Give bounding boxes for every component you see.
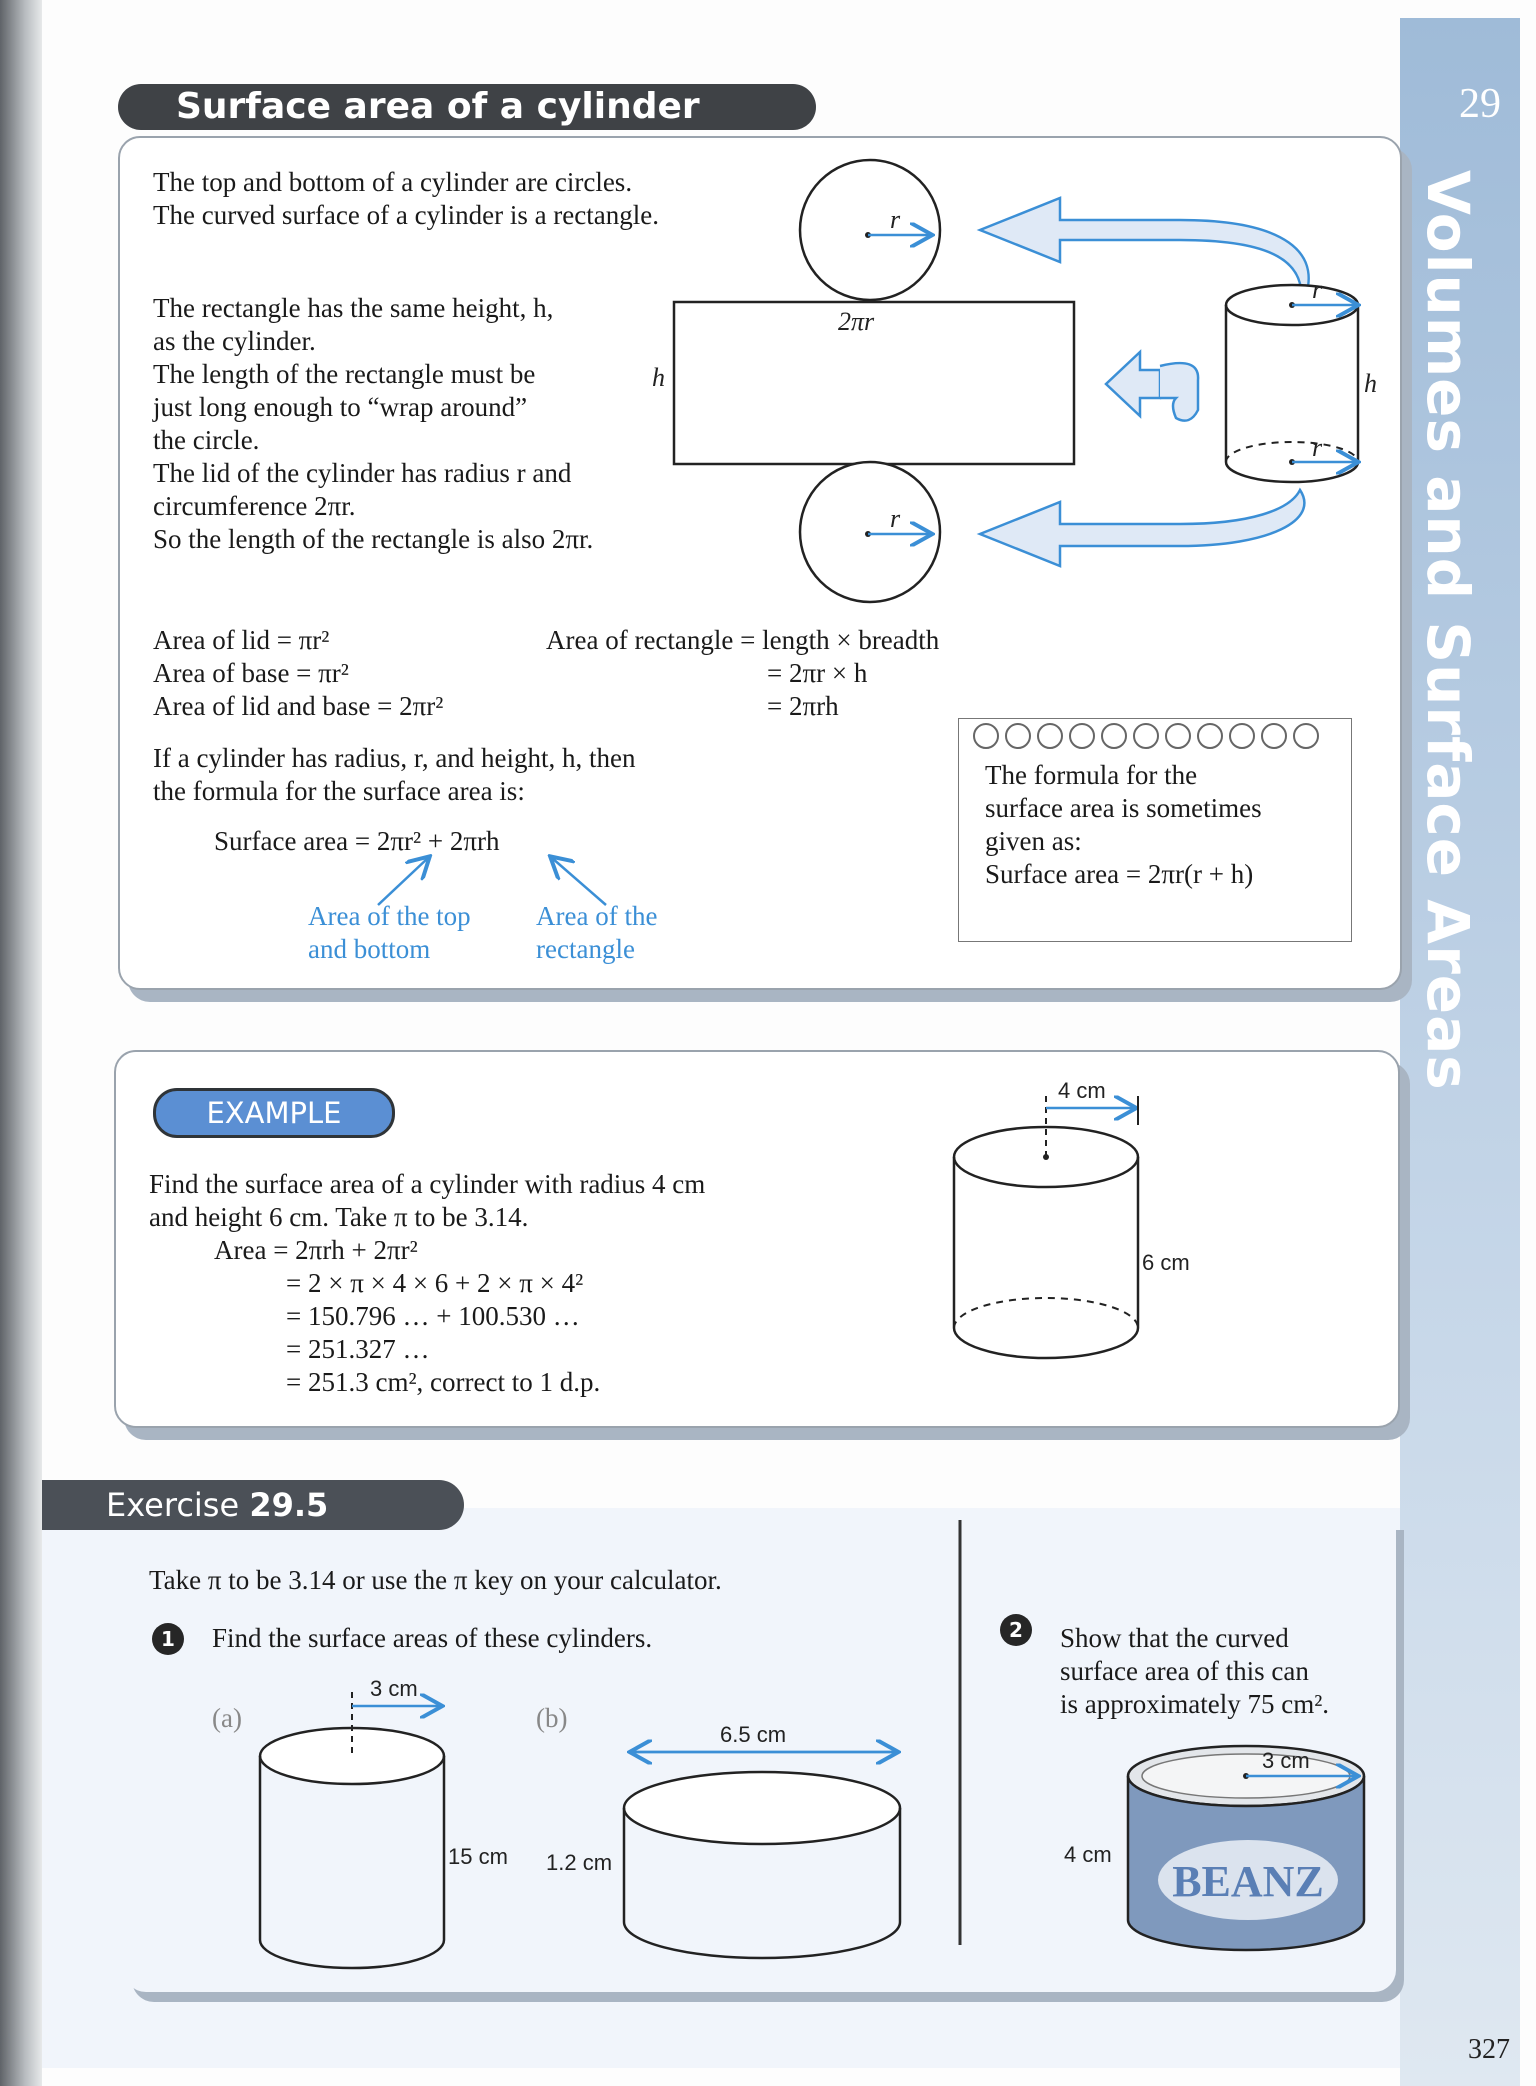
arrow-to-lid <box>976 196 1310 311</box>
lid-circle <box>798 158 942 302</box>
svg-text:r: r <box>890 504 901 533</box>
formula-intro-2: the formula for the surface area is: <box>153 776 525 806</box>
note-card-holes <box>973 723 1351 749</box>
explanation-text: The rectangle has the same height, h, as… <box>153 293 594 554</box>
question-2-text: Show that the curved surface area of thi… <box>1060 1623 1330 1719</box>
formula-annotation-arrows <box>377 0 607 906</box>
example-working-1: Area = 2πrh + 2πr² <box>214 1235 418 1265</box>
chapter-title: Volumes and Surface Areas <box>1414 170 1482 1091</box>
question-1-number: 1 <box>152 1623 184 1655</box>
example-working-5: = 251.3 cm², correct to 1 d.p. <box>286 1367 601 1397</box>
svg-text:3 cm: 3 cm <box>1262 1748 1310 1773</box>
exercise-instruction: Take π to be 3.14 or use the π key on yo… <box>149 1565 722 1595</box>
intro-line-2: The curved surface of a cylinder is a re… <box>153 200 659 230</box>
example-question-2: and height 6 cm. Take π to be 3.14. <box>149 1202 529 1232</box>
example-working-2: = 2 × π × 4 × 6 + 2 × π × 4² <box>286 1268 584 1298</box>
svg-text:15 cm: 15 cm <box>448 1844 508 1869</box>
arrow-unroll <box>1104 349 1162 419</box>
example-badge: EXAMPLE <box>153 1088 395 1138</box>
svg-text:h: h <box>1364 369 1377 398</box>
surface-area-formula: Surface area = 2πr² + 2πrh <box>214 826 500 856</box>
example-cylinder: 4 cm 6 cm <box>952 1078 1190 1360</box>
chapter-sidebar <box>1400 18 1520 2086</box>
book-binding <box>0 0 42 2086</box>
question-1-text: Find the surface areas of these cylinder… <box>212 1623 653 1653</box>
annotation-rectangle: Area of the rectangle <box>536 901 658 964</box>
svg-text:r: r <box>1312 275 1323 304</box>
svg-text:BEANZ: BEANZ <box>1172 1857 1324 1906</box>
example-working-4: = 251.327 … <box>286 1334 430 1364</box>
areas-left: Area of lid = πr² Area of base = πr² Are… <box>153 625 444 721</box>
page-number: 327 <box>1468 2034 1510 2065</box>
q1b-label: (b) <box>536 1703 568 1733</box>
note-card: The formula for the surface area is some… <box>958 718 1352 942</box>
svg-text:3 cm: 3 cm <box>370 1676 418 1701</box>
formula-intro-1: If a cylinder has radius, r, and height,… <box>153 743 636 773</box>
chapter-number: 29 <box>1459 81 1501 127</box>
cylinder-net-diagram: r 2πr h r r r h <box>652 158 1377 604</box>
exercise-title: Exercise 29.5 <box>42 1480 464 1530</box>
svg-text:6.5 cm: 6.5 cm <box>720 1722 786 1747</box>
svg-text:1.2 cm: 1.2 cm <box>546 1850 612 1875</box>
q1a-label: (a) <box>212 1703 242 1733</box>
svg-text:4 cm: 4 cm <box>1058 1078 1106 1103</box>
svg-text:2πr: 2πr <box>838 307 875 336</box>
svg-text:r: r <box>1312 433 1323 462</box>
svg-text:4 cm: 4 cm <box>1064 1842 1112 1867</box>
curved-surface-rectangle <box>672 300 1076 466</box>
intro-line-1: The top and bottom of a cylinder are cir… <box>153 167 633 197</box>
area-rect-line-1: Area of rectangle = length × breadth <box>546 625 940 655</box>
question-2-number: 2 <box>1000 1614 1032 1646</box>
svg-text:r: r <box>890 205 901 234</box>
area-rect-line-3: = 2πrh <box>767 691 839 721</box>
example-working-3: = 150.796 … + 100.530 … <box>286 1301 580 1331</box>
area-rect-line-2: = 2πr × h <box>767 658 868 688</box>
arrow-to-base <box>976 487 1306 568</box>
example-question-1: Find the surface area of a cylinder with… <box>149 1169 706 1199</box>
svg-text:h: h <box>652 363 665 392</box>
exercise-cylinders: 3 cm 15 cm 6.5 cm 1.2 cm BEANZ 3 cm 4 cm <box>258 1520 1366 1970</box>
annotation-top-bottom: Area of the top and bottom <box>308 901 471 964</box>
section-title: Surface area of a cylinder <box>118 84 816 130</box>
svg-text:6 cm: 6 cm <box>1142 1250 1190 1275</box>
